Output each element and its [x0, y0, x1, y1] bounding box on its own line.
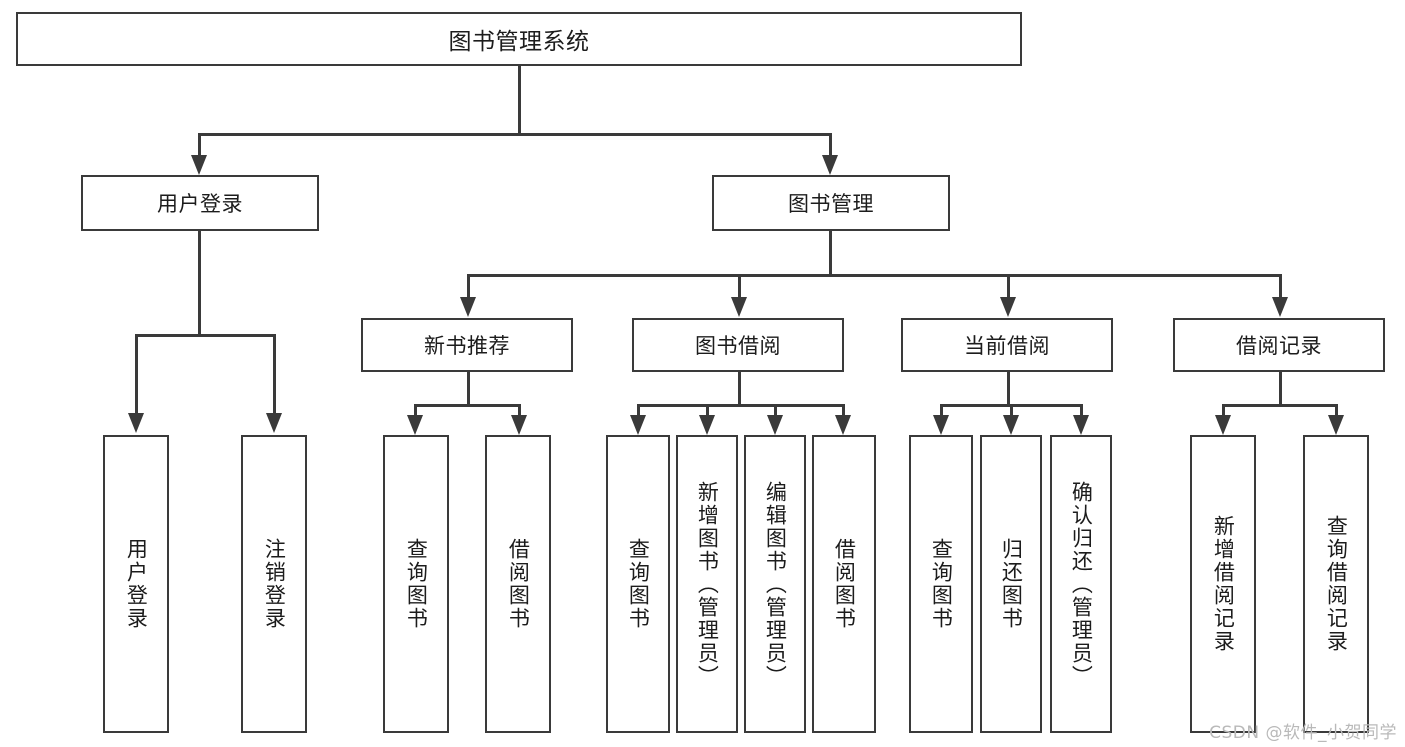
connector-book-mgmt-bus: [467, 274, 1279, 277]
leaf-label: 新增图书（管理员）: [695, 480, 720, 688]
leaf-label: 用户登录: [124, 538, 149, 630]
leaf-label: 查询借阅记录: [1324, 515, 1349, 653]
connector-book-borrow-bus: [637, 404, 844, 407]
connector-root-to-user-login: [198, 133, 201, 159]
leaf-query-book-recommend[interactable]: 查询图书: [383, 435, 449, 733]
leaf-user-login[interactable]: 用户登录: [103, 435, 169, 733]
leaf-label: 新增借阅记录: [1211, 515, 1236, 653]
connector-book-borrow-leaf1: [637, 404, 640, 418]
node-root-system[interactable]: 图书管理系统: [16, 12, 1022, 66]
leaf-label: 查询图书: [626, 538, 651, 630]
arrow-to-query-book-1: [407, 415, 423, 435]
arrow-to-current-borrow: [1000, 297, 1016, 317]
connector-root-to-book-mgmt: [829, 133, 832, 159]
arrow-to-query-book-3: [933, 415, 949, 435]
node-borrow-record[interactable]: 借阅记录: [1173, 318, 1385, 372]
leaf-return-book[interactable]: 归还图书: [980, 435, 1042, 733]
connector-book-borrow-leaf4: [842, 404, 845, 418]
node-label: 图书管理系统: [448, 29, 590, 55]
node-book-borrow[interactable]: 图书借阅: [632, 318, 844, 372]
connector-book-mgmt-stem: [829, 231, 832, 276]
arrow-to-edit-book: [767, 415, 783, 435]
connector-root-bus: [198, 133, 831, 136]
leaf-confirm-return-admin[interactable]: 确认归还（管理员）: [1050, 435, 1112, 733]
arrow-to-book-mgmt: [822, 155, 838, 175]
node-label: 借阅记录: [1236, 334, 1322, 358]
connector-book-borrow-leaf3: [774, 404, 777, 418]
leaf-label: 借阅图书: [506, 538, 531, 630]
leaf-label: 查询图书: [929, 538, 954, 630]
node-label: 用户登录: [157, 192, 243, 216]
connector-borrow-record-leaf1: [1222, 404, 1225, 418]
connector-new-book-leaf1: [414, 404, 417, 418]
connector-current-borrow-leaf3: [1080, 404, 1083, 418]
node-book-management[interactable]: 图书管理: [712, 175, 950, 231]
arrow-to-confirm-return: [1073, 415, 1089, 435]
connector-current-borrow-stem: [1007, 372, 1010, 406]
arrow-to-add-book: [699, 415, 715, 435]
connector-to-new-book: [467, 274, 470, 300]
connector-current-borrow-leaf2: [1010, 404, 1013, 418]
node-user-login[interactable]: 用户登录: [81, 175, 319, 231]
connector-to-borrow-record: [1279, 274, 1282, 300]
connector-to-current-borrow: [1007, 274, 1010, 300]
node-new-book-recommend[interactable]: 新书推荐: [361, 318, 573, 372]
arrow-to-borrow-book-1: [511, 415, 527, 435]
connector-borrow-record-bus: [1222, 404, 1337, 407]
leaf-label: 编辑图书（管理员）: [763, 480, 788, 688]
connector-new-book-bus: [414, 404, 520, 407]
connector-book-borrow-stem: [738, 372, 741, 406]
connector-user-login-leaf2: [273, 334, 276, 416]
connector-user-login-bus: [135, 334, 276, 337]
connector-borrow-record-stem: [1279, 372, 1282, 406]
leaf-label: 借阅图书: [832, 538, 857, 630]
arrow-to-new-book-recommend: [460, 297, 476, 317]
node-current-borrow[interactable]: 当前借阅: [901, 318, 1113, 372]
leaf-logout[interactable]: 注销登录: [241, 435, 307, 733]
node-label: 当前借阅: [964, 334, 1050, 358]
arrow-to-add-record: [1215, 415, 1231, 435]
node-label: 图书管理: [788, 192, 874, 216]
connector-current-borrow-leaf1: [940, 404, 943, 418]
leaf-edit-book-admin[interactable]: 编辑图书（管理员）: [744, 435, 806, 733]
leaf-borrow-book-recommend[interactable]: 借阅图书: [485, 435, 551, 733]
arrow-to-return-book: [1003, 415, 1019, 435]
arrow-to-query-book-2: [630, 415, 646, 435]
node-label: 图书借阅: [695, 334, 781, 358]
node-label: 新书推荐: [424, 334, 510, 358]
watermark-text: CSDN @软件_小贺同学: [1209, 723, 1397, 743]
leaf-query-book-borrow[interactable]: 查询图书: [606, 435, 670, 733]
connector-user-login-leaf1: [135, 334, 138, 416]
leaf-query-borrow-record[interactable]: 查询借阅记录: [1303, 435, 1369, 733]
arrow-to-logout-leaf: [266, 413, 282, 433]
arrow-to-borrow-book-2: [835, 415, 851, 435]
leaf-label: 归还图书: [999, 538, 1024, 630]
leaf-borrow-book[interactable]: 借阅图书: [812, 435, 876, 733]
arrow-to-user-login: [191, 155, 207, 175]
arrow-to-borrow-record: [1272, 297, 1288, 317]
connector-to-book-borrow: [738, 274, 741, 300]
connector-borrow-record-leaf2: [1335, 404, 1338, 418]
leaf-add-book-admin[interactable]: 新增图书（管理员）: [676, 435, 738, 733]
leaf-query-book-current[interactable]: 查询图书: [909, 435, 973, 733]
leaf-label: 查询图书: [404, 538, 429, 630]
arrow-to-book-borrow: [731, 297, 747, 317]
arrow-to-query-record: [1328, 415, 1344, 435]
leaf-add-borrow-record[interactable]: 新增借阅记录: [1190, 435, 1256, 733]
leaf-label: 注销登录: [262, 538, 287, 630]
connector-user-login-stem: [198, 231, 201, 335]
leaf-label: 确认归还（管理员）: [1069, 480, 1094, 688]
connector-book-borrow-leaf2: [706, 404, 709, 418]
connector-new-book-leaf2: [518, 404, 521, 418]
connector-new-book-stem: [467, 372, 470, 406]
connector-root-stem: [518, 66, 521, 134]
arrow-to-user-login-leaf: [128, 413, 144, 433]
